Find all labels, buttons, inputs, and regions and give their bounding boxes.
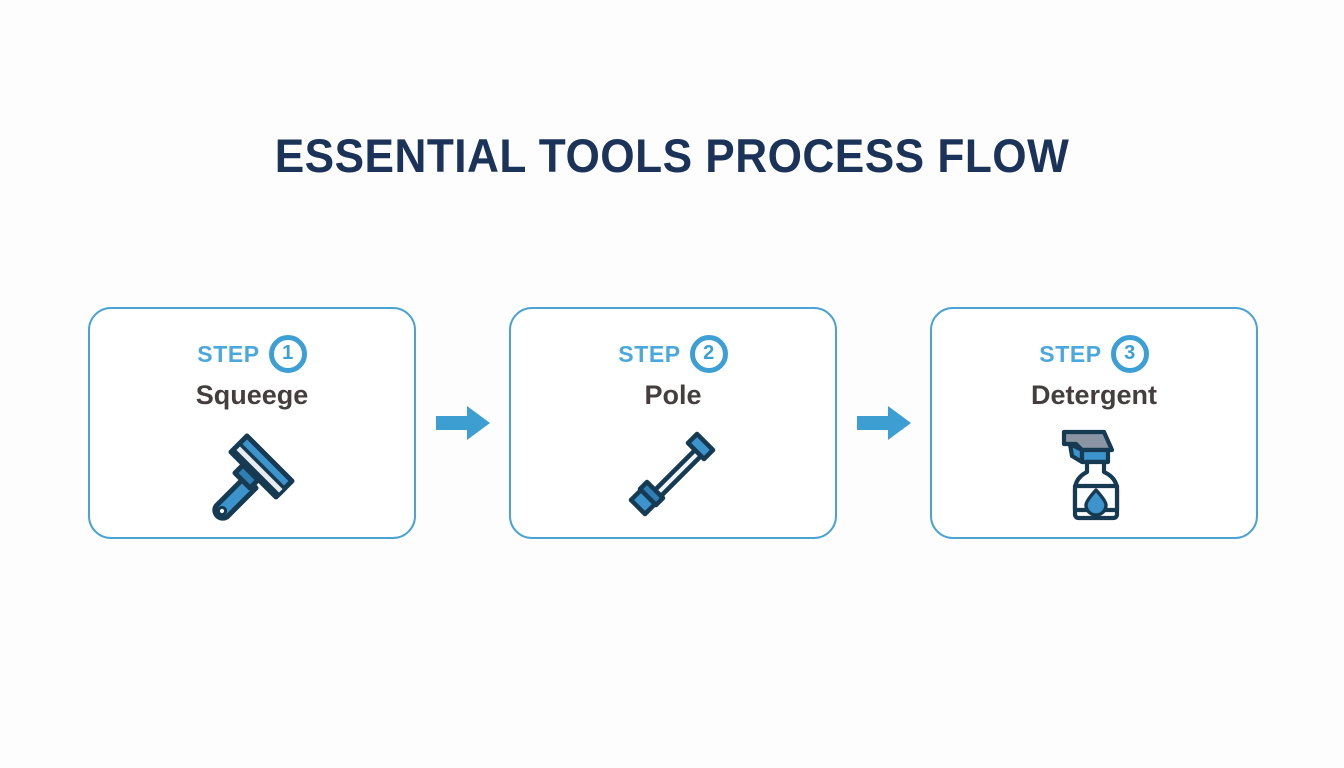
step-title-2: Pole bbox=[644, 380, 702, 410]
arrow-right-icon-2 bbox=[854, 401, 914, 445]
step-number-2: 2 bbox=[703, 342, 715, 364]
step-badge-row-3: STEP 3 bbox=[1039, 335, 1149, 373]
step-title-3: Detergent bbox=[1030, 380, 1158, 410]
step-badge-row-1: STEP 1 bbox=[197, 335, 307, 373]
arrow-right-icon-1 bbox=[433, 401, 493, 445]
step-card-2[interactable]: STEP 2 Pole bbox=[509, 307, 837, 539]
step-badge-row-2: STEP 2 bbox=[618, 335, 728, 373]
step-number-badge-2: 2 bbox=[689, 335, 728, 373]
step-number-badge-1: 1 bbox=[268, 335, 307, 373]
squeegee-icon bbox=[197, 417, 307, 527]
step-number-3: 3 bbox=[1124, 342, 1136, 364]
step-word-label-1: STEP bbox=[197, 340, 260, 367]
spray-bottle-icon bbox=[1039, 417, 1149, 527]
step-number-badge-3: 3 bbox=[1110, 335, 1149, 373]
step-card-1[interactable]: STEP 1 Squeege bbox=[88, 307, 416, 539]
step-title-1: Squeege bbox=[195, 380, 309, 410]
step-card-3[interactable]: STEP 3 Detergent bbox=[930, 307, 1258, 539]
step-word-label-3: STEP bbox=[1039, 340, 1102, 367]
page-title: ESSENTIAL TOOLS PROCESS FLOW bbox=[274, 129, 1070, 182]
process-flow: STEP 1 Squeege bbox=[88, 307, 1258, 539]
step-word-label-2: STEP bbox=[618, 340, 681, 367]
step-number-1: 1 bbox=[282, 342, 294, 364]
pole-icon bbox=[618, 417, 728, 527]
